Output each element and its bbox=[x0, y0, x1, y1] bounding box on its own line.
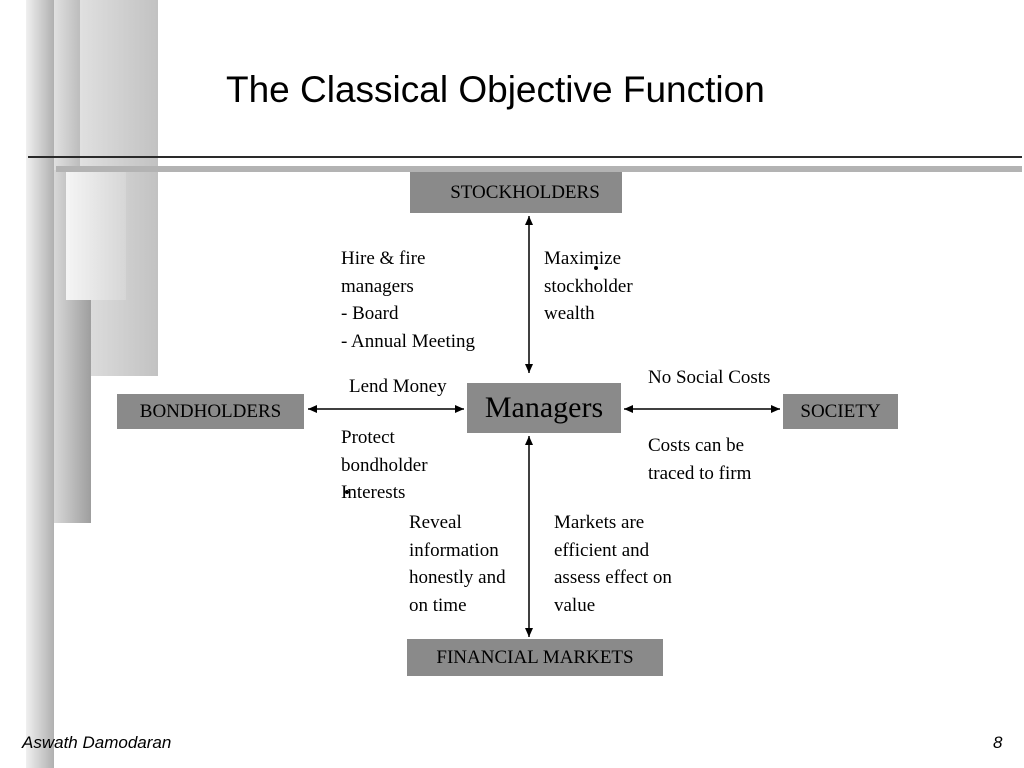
hire-fire-label: Hire & fire managers - Board - Annual Me… bbox=[341, 248, 476, 352]
slide-title: The Classical Objective Function bbox=[226, 69, 765, 110]
page-number: 8 bbox=[993, 733, 1003, 752]
costs-traced-label: Costs can be traced to firm bbox=[648, 435, 752, 484]
title-divider-shadow bbox=[56, 166, 1022, 172]
managers-box: Managers bbox=[467, 383, 621, 433]
protect-bondholder-label: Protect bondholder Interests bbox=[341, 427, 428, 503]
lend-money-label: Lend Money bbox=[349, 376, 447, 397]
society-box: SOCIETY bbox=[783, 394, 898, 429]
stray-dot-2 bbox=[345, 490, 349, 494]
stray-dot-1 bbox=[594, 266, 598, 270]
markets-efficient-label: Markets are efficient and assess effect … bbox=[554, 512, 672, 616]
stockholders-box: STOCKHOLDERS bbox=[410, 172, 622, 213]
financial-markets-box: FINANCIAL MARKETS bbox=[407, 639, 663, 676]
footer-author: Aswath Damodaran bbox=[22, 733, 172, 752]
reveal-info-label: Reveal information honestly and on time bbox=[409, 512, 506, 616]
maximize-wealth-label: Maximize stockholder wealth bbox=[544, 248, 633, 324]
decorative-bar-5 bbox=[26, 0, 54, 768]
title-divider bbox=[28, 156, 1022, 158]
decorative-bar-4 bbox=[66, 170, 126, 300]
bondholders-box: BONDHOLDERS bbox=[117, 394, 304, 429]
no-social-costs-label: No Social Costs bbox=[648, 367, 771, 388]
